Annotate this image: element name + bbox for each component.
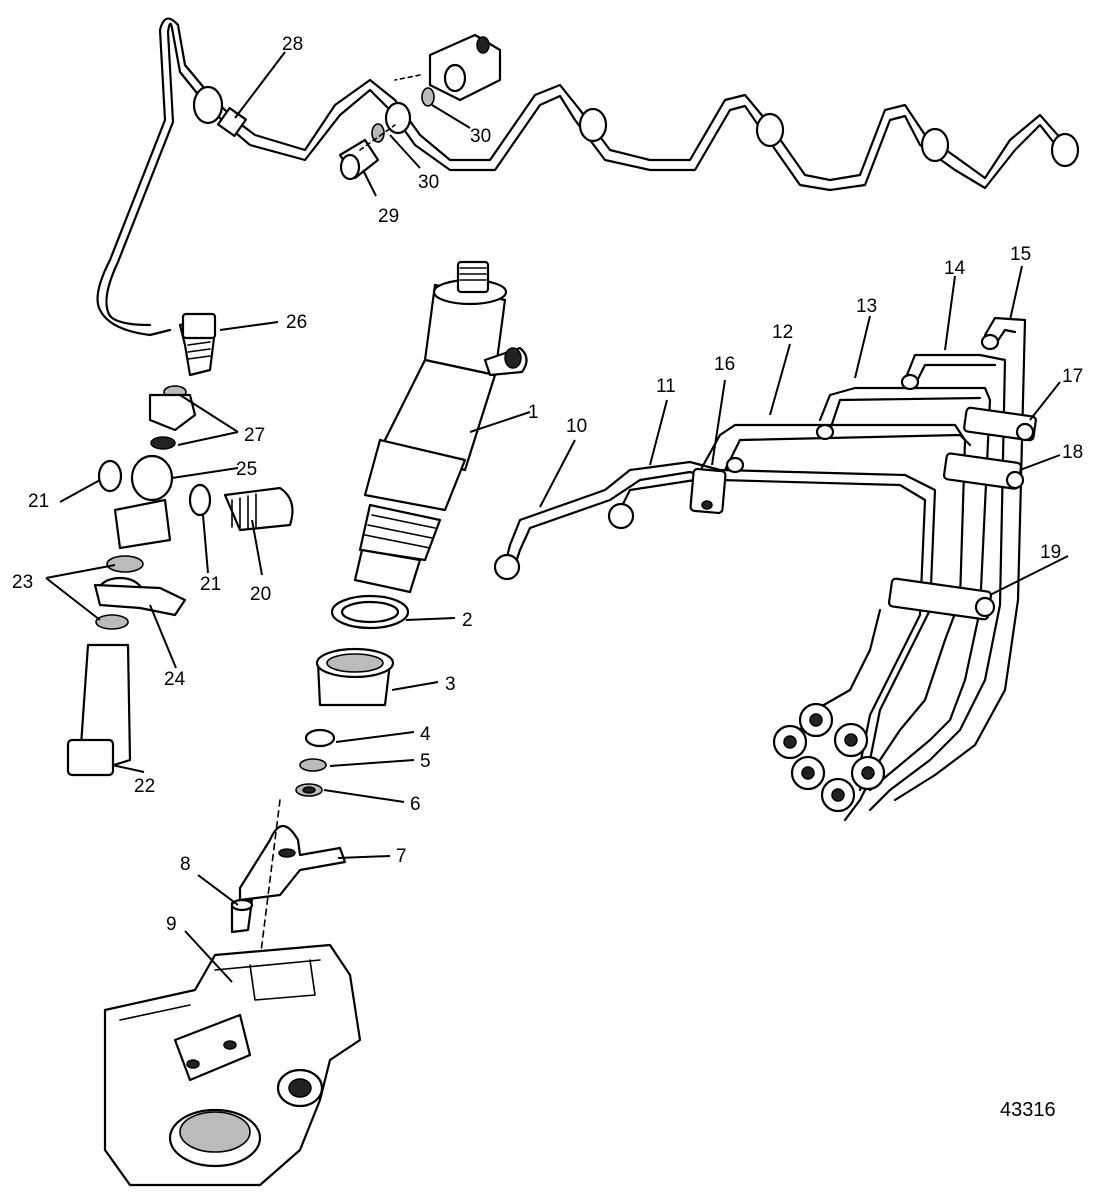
callout-27: 27: [244, 425, 265, 446]
callout-13: 13: [856, 296, 877, 317]
fuel-line-bundle: [493, 316, 1037, 822]
callout-28: 28: [282, 34, 303, 55]
callout-9: 9: [166, 914, 177, 935]
seal-2-sleeve-3: [315, 594, 410, 707]
callout-labels: 1 2 3 4 5 6 7 8 9 10 11 12 13 14 15 16 1…: [12, 34, 1083, 935]
callout-3: 3: [445, 674, 456, 695]
callout-6: 6: [410, 794, 421, 815]
callout-21-left: 21: [28, 491, 49, 512]
banjo-fitting-upper: [338, 33, 502, 181]
callout-16: 16: [714, 354, 735, 375]
callout-24: 24: [164, 669, 186, 690]
callout-29: 29: [378, 206, 399, 227]
callout-1: 1: [528, 402, 539, 423]
cylinder-head: [103, 943, 362, 1187]
callout-5: 5: [420, 751, 431, 772]
leader-lines: [45, 51, 1069, 983]
callout-11: 11: [656, 376, 676, 397]
callout-20: 20: [250, 584, 271, 605]
left-banjo-assembly: [66, 312, 294, 777]
callout-12: 12: [772, 322, 793, 343]
callout-14: 14: [944, 258, 966, 279]
callout-19: 19: [1040, 542, 1061, 563]
callout-18: 18: [1062, 442, 1083, 463]
callout-23: 23: [12, 572, 33, 593]
figure-number: 43316: [1000, 1099, 1056, 1121]
callout-15: 15: [1010, 244, 1031, 265]
callout-2: 2: [462, 610, 473, 631]
callout-10: 10: [566, 416, 587, 437]
callout-22: 22: [134, 776, 155, 797]
callout-25: 25: [236, 459, 257, 480]
callout-21-right: 21: [200, 574, 221, 595]
small-parts-4-5-6: [295, 728, 336, 797]
callout-30-upper: 30: [470, 126, 491, 147]
callout-7: 7: [396, 846, 407, 867]
return-line-28: [96, 17, 1080, 337]
callout-30-lower: 30: [418, 172, 439, 193]
callout-17: 17: [1062, 366, 1083, 387]
callout-8: 8: [180, 854, 191, 875]
callout-4: 4: [420, 724, 431, 745]
injector-1: [353, 260, 528, 594]
callout-26: 26: [286, 312, 307, 333]
